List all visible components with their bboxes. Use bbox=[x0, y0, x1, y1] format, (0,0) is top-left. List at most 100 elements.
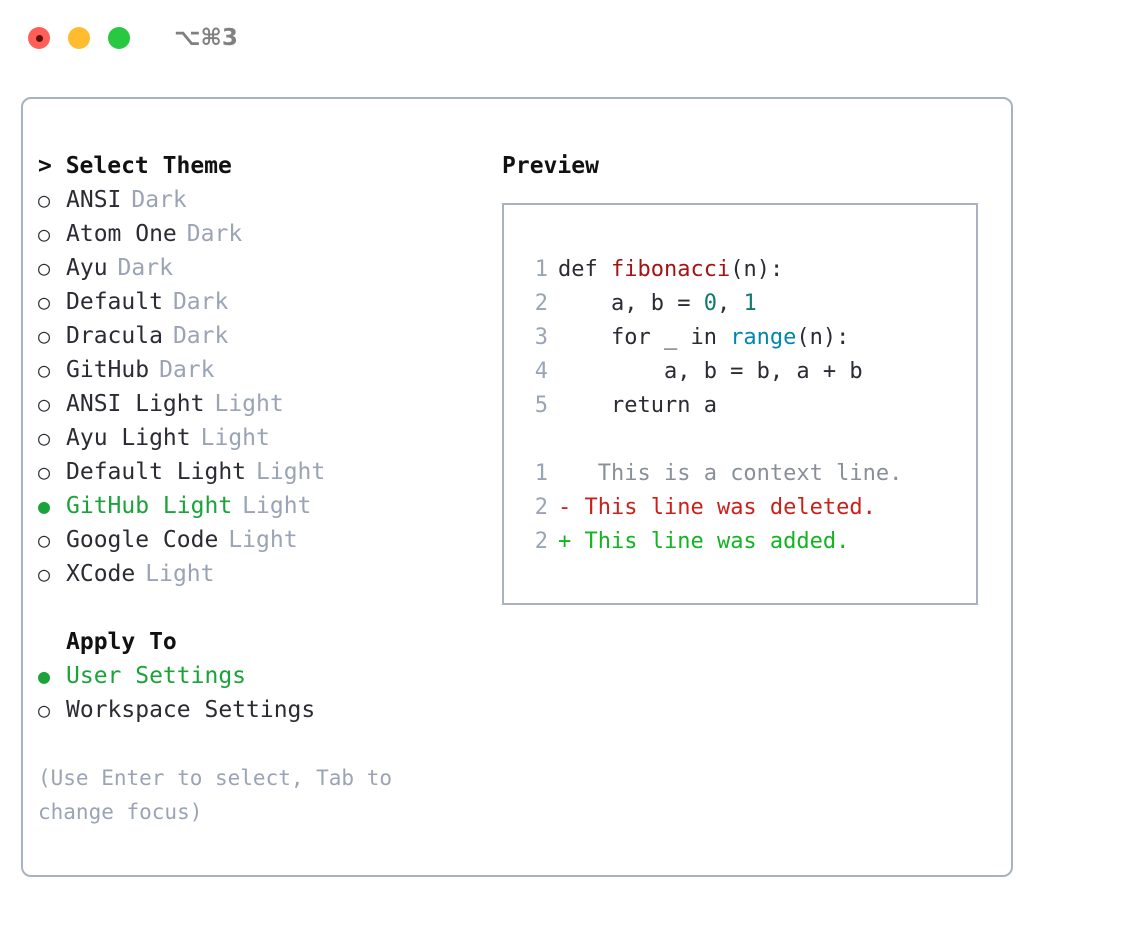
window-titlebar: ⌥⌘3 bbox=[0, 0, 1140, 76]
code-content: a, b = 0, 1 bbox=[558, 287, 757, 321]
code-block: 1 def fibonacci(n): 2 a, b = 0, 1 3 for … bbox=[522, 253, 976, 423]
code-line: 1 def fibonacci(n): bbox=[522, 253, 976, 287]
theme-option-kind: Dark bbox=[186, 221, 243, 247]
main-panel: > Select Theme ○ ANSI Dark ○ Atom One Da… bbox=[21, 97, 1013, 877]
code-line: 2 a, b = 0, 1 bbox=[522, 287, 976, 321]
diff-sign: - bbox=[558, 495, 572, 520]
theme-option-label: ANSI Light bbox=[66, 391, 205, 417]
code-content: def fibonacci(n): bbox=[558, 253, 783, 287]
theme-option-label: Atom One bbox=[66, 221, 177, 247]
code-token: (n): bbox=[730, 257, 784, 282]
theme-option-label: Ayu bbox=[66, 255, 108, 281]
theme-option-kind: Dark bbox=[117, 255, 173, 281]
theme-option-kind: Light bbox=[200, 425, 270, 451]
code-content: return a bbox=[558, 393, 717, 418]
theme-option-label: Default bbox=[66, 289, 163, 315]
radio-icon: ○ bbox=[38, 460, 51, 484]
radio-icon: ○ bbox=[38, 698, 51, 722]
theme-option-ansi-light[interactable]: ○ ANSI Light Light bbox=[38, 387, 488, 421]
diff-line-added: 2 + This line was added. bbox=[522, 525, 976, 559]
line-number: 4 bbox=[534, 359, 548, 384]
theme-option-label: GitHub bbox=[66, 357, 150, 383]
radio-icon-selected: ● bbox=[38, 494, 51, 518]
diff-content: This line was added. bbox=[571, 529, 850, 554]
select-theme-header: > Select Theme bbox=[38, 153, 232, 179]
line-number: 3 bbox=[534, 325, 548, 350]
radio-icon: ○ bbox=[38, 222, 51, 246]
traffic-lights bbox=[28, 27, 130, 49]
theme-option-label: XCode bbox=[66, 561, 136, 587]
code-token-function: fibonacci bbox=[610, 257, 731, 282]
theme-option-ayu-dark[interactable]: ○ Ayu Dark bbox=[38, 251, 488, 285]
diff-content: This is a context line. bbox=[571, 461, 903, 486]
theme-selector-column: > Select Theme ○ ANSI Dark ○ Atom One Da… bbox=[38, 149, 488, 829]
section-spacer bbox=[38, 591, 488, 625]
theme-option-kind: Dark bbox=[159, 357, 215, 383]
preview-column: Preview 1 def fibonacci(n): 2 a, b = 0, … bbox=[502, 149, 992, 605]
apply-to-option-label: Workspace Settings bbox=[66, 697, 316, 723]
line-number: 2 bbox=[534, 495, 548, 520]
preview-box: 1 def fibonacci(n): 2 a, b = 0, 1 3 for … bbox=[502, 203, 978, 605]
theme-option-github-dark[interactable]: ○ GitHub Dark bbox=[38, 353, 488, 387]
line-number: 1 bbox=[534, 257, 548, 282]
preview-header: Preview bbox=[502, 153, 599, 179]
theme-option-atom-one-dark[interactable]: ○ Atom One Dark bbox=[38, 217, 488, 251]
code-token: (n): bbox=[796, 325, 850, 350]
code-content: a, b = b, a + b bbox=[558, 359, 863, 384]
diff-sign: + bbox=[558, 529, 572, 554]
theme-option-kind: Light bbox=[256, 459, 326, 485]
theme-option-label: GitHub Light bbox=[66, 493, 233, 519]
line-number: 5 bbox=[534, 393, 548, 418]
theme-option-ayu-light[interactable]: ○ Ayu Light Light bbox=[38, 421, 488, 455]
theme-option-label: Google Code bbox=[66, 527, 219, 553]
theme-option-github-light[interactable]: ● GitHub Light Light bbox=[38, 489, 488, 523]
radio-icon: ○ bbox=[38, 188, 51, 212]
diff-line-deleted: 2 - This line was deleted. bbox=[522, 491, 976, 525]
radio-icon: ○ bbox=[38, 562, 51, 586]
radio-icon: ○ bbox=[38, 358, 51, 382]
close-window-button[interactable] bbox=[28, 27, 50, 49]
theme-option-kind: Light bbox=[228, 527, 298, 553]
code-token-builtin: range bbox=[730, 325, 797, 350]
code-line: 3 for _ in range(n): bbox=[522, 321, 976, 355]
radio-icon: ○ bbox=[38, 528, 51, 552]
radio-icon-selected: ● bbox=[38, 664, 51, 688]
theme-option-default-dark[interactable]: ○ Default Dark bbox=[38, 285, 488, 319]
apply-to-option-workspace-settings[interactable]: ○ Workspace Settings bbox=[38, 693, 488, 727]
apply-to-header: Apply To bbox=[66, 629, 177, 655]
code-content: for _ in range(n): bbox=[558, 321, 849, 355]
keyboard-hint-text: (Use Enter to select, Tab to change focu… bbox=[38, 766, 393, 824]
theme-option-default-light[interactable]: ○ Default Light Light bbox=[38, 455, 488, 489]
theme-option-kind: Dark bbox=[172, 289, 229, 315]
minimize-window-button[interactable] bbox=[68, 27, 90, 49]
diff-spacer bbox=[522, 423, 976, 457]
theme-option-kind: Light bbox=[242, 493, 312, 519]
theme-option-dracula-dark[interactable]: ○ Dracula Dark bbox=[38, 319, 488, 353]
theme-option-label: ANSI bbox=[66, 187, 122, 213]
code-token-number: 1 bbox=[743, 291, 757, 316]
code-line: 5 return a bbox=[522, 389, 976, 423]
code-token: def bbox=[558, 257, 611, 282]
apply-to-option-user-settings[interactable]: ● User Settings bbox=[38, 659, 488, 693]
theme-option-label: Dracula bbox=[66, 323, 163, 349]
theme-option-xcode[interactable]: ○ XCode Light bbox=[38, 557, 488, 591]
theme-option-label: Ayu Light bbox=[66, 425, 191, 451]
diff-line-context: 1 This is a context line. bbox=[522, 457, 976, 491]
code-line: 4 a, b = b, a + b bbox=[522, 355, 976, 389]
radio-icon: ○ bbox=[38, 324, 51, 348]
diff-sign bbox=[558, 457, 571, 491]
theme-option-google-code[interactable]: ○ Google Code Light bbox=[38, 523, 488, 557]
diff-block: 1 This is a context line. 2 - This line … bbox=[522, 457, 976, 559]
radio-icon: ○ bbox=[38, 392, 51, 416]
theme-option-kind: Light bbox=[214, 391, 284, 417]
radio-icon: ○ bbox=[38, 290, 51, 314]
code-token: for _ in bbox=[558, 325, 731, 350]
code-token-number: 0 bbox=[703, 291, 717, 316]
radio-icon: ○ bbox=[38, 256, 51, 280]
maximize-window-button[interactable] bbox=[108, 27, 130, 49]
line-number: 2 bbox=[534, 529, 548, 554]
code-token: a, b = bbox=[558, 291, 704, 316]
apply-to-option-list: ● User Settings ○ Workspace Settings bbox=[38, 659, 488, 727]
keyboard-shortcut-label: ⌥⌘3 bbox=[174, 25, 238, 51]
theme-option-ansi-dark[interactable]: ○ ANSI Dark bbox=[38, 183, 488, 217]
